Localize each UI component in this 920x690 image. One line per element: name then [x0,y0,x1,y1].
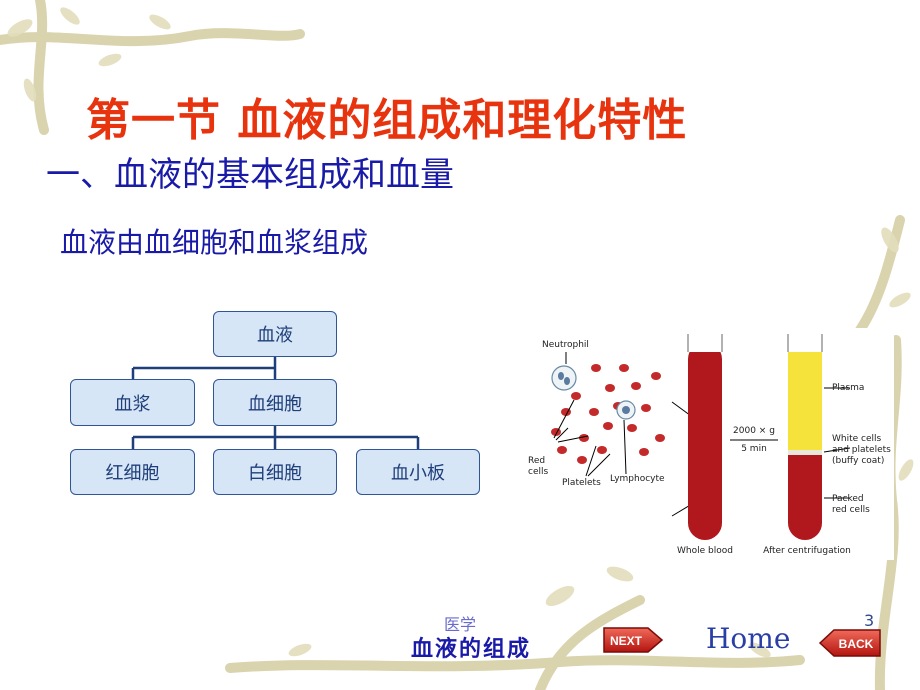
tree-node-platelets: 血小板 [356,449,480,495]
label-red-cells: Red cells [528,456,549,477]
next-button[interactable]: NEXT [602,624,664,656]
label-packed-red-cells: Packed red cells [832,494,870,515]
footer-title: 血液的组成 [411,637,532,662]
label-buffy-coat: White cells and platelets (buffy coat) [832,434,891,466]
composition-statement: 血液由血细胞和血浆组成 [60,226,369,259]
next-label: NEXT [610,634,643,648]
tree-node-white-cells: 白细胞 [213,449,337,495]
label-centrifuge-time: 5 min [741,444,767,454]
label-after-centrifugation: After centrifugation [763,546,851,556]
centrifugation-figure: Neutrophil Red cells Platelets Lymphocyt… [526,328,894,560]
footer-label: 医学 [444,615,477,634]
label-whole-blood: Whole blood [677,546,733,556]
tree-node-blood: 血液 [213,311,337,357]
centrifugation-drawing [551,334,851,540]
tree-node-red-cells: 红细胞 [70,449,195,495]
label-platelets: Platelets [562,478,601,488]
slide-title: 第一节 血液的组成和理化特性 [86,95,688,146]
page-number: 3 [864,611,875,630]
section-subtitle: 一、血液的基本组成和血量 [46,155,454,195]
tree-node-plasma: 血浆 [70,379,195,426]
tree-node-blood-cells: 血细胞 [213,379,337,426]
label-neutrophil: Neutrophil [542,340,589,350]
label-lymphocyte: Lymphocyte [610,474,665,484]
home-link[interactable]: Home [706,622,791,655]
label-plasma: Plasma [832,383,865,393]
label-centrifuge-force: 2000 × g [733,426,775,436]
back-button[interactable]: BACK [818,626,882,660]
back-label: BACK [839,637,874,651]
